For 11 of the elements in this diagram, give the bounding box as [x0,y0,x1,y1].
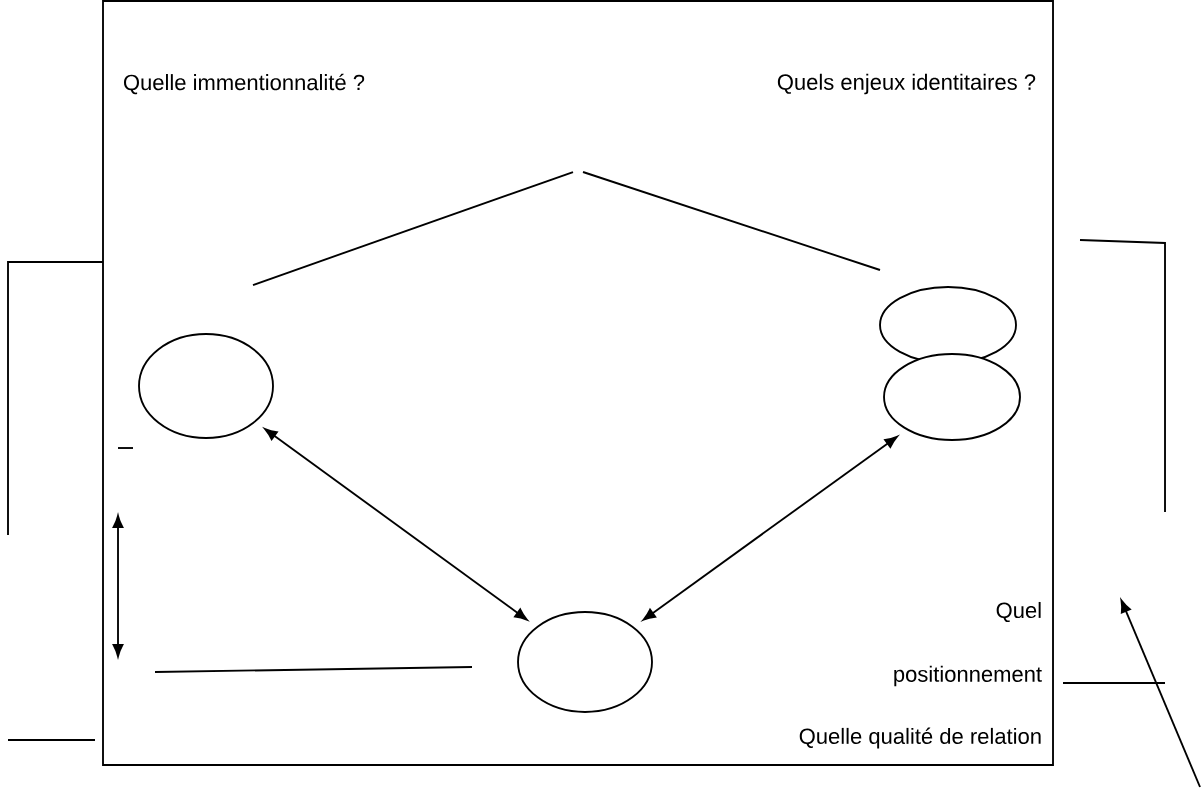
label: Quel [996,601,1041,623]
label: Quelle qualité de relation [799,727,1041,749]
double-arrow [642,435,898,621]
label: Quels enjeux identitaires ? [777,73,1036,95]
ellipse [517,611,653,713]
label: positionnement [894,665,1042,687]
ellipse [138,333,274,439]
label: Quelle immentionnalité ? [124,73,365,95]
frame-border [102,0,1054,766]
double-arrow [264,428,528,621]
ellipse [883,353,1021,441]
